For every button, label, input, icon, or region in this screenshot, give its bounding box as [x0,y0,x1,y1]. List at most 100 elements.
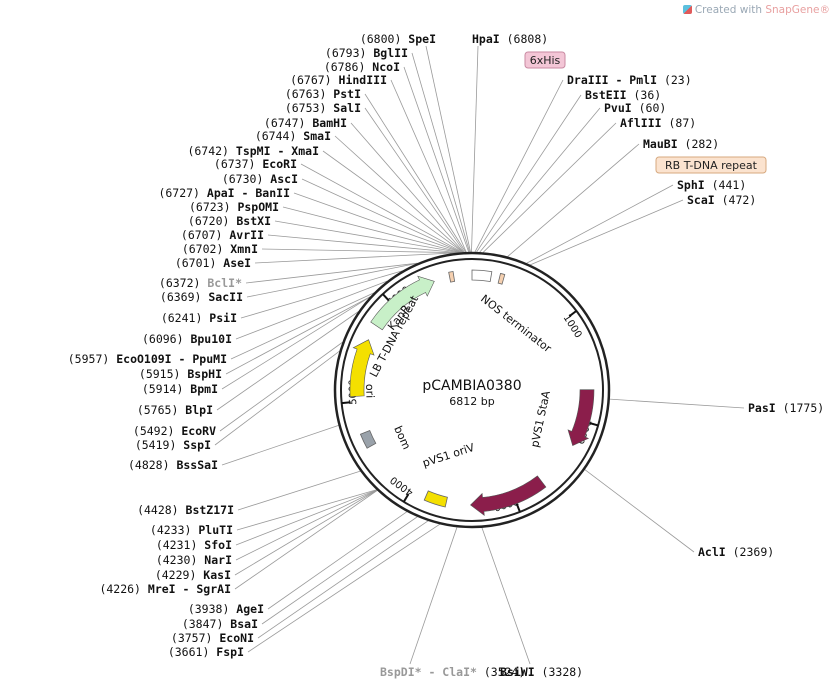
site-xmni: (6702) XmnI [182,242,258,256]
feature-kanr [370,275,435,331]
site-pvui: PvuI (60) [604,101,666,115]
leader-line [609,398,745,409]
site-scai: ScaI (472) [687,193,756,207]
leader-line [240,270,403,319]
site-bpu10i: (6096) Bpu10I [142,332,232,346]
site-apai-banii: (6727) ApaI - BanII [158,186,290,200]
leader-line [364,107,465,253]
leader-line [476,94,582,253]
leader-line [322,150,464,253]
site-bglii: (6793) BglII [325,46,408,60]
site-asei: (6701) AseI [175,256,251,270]
leader-line [230,292,375,360]
feature-pvs1-oriv [423,490,448,508]
leader-line [221,296,371,390]
leader-line [425,45,471,253]
site-avrii: (6707) AvrII [181,228,264,242]
tag-rb-tdna-box [655,156,767,174]
site-ecoo109i-ppumi: (5957) EcoO109I - PpuMI [68,352,227,366]
feature-label-nos-terminator: NOS terminator [478,292,554,355]
site-tspmi-xmai: (6742) TspMI - XmaI [187,144,319,158]
leader-line [216,311,359,411]
feature-pvs1-repa [470,475,547,517]
leader-line [530,199,684,266]
feature-pvs1-staa [567,389,595,447]
site-bsiwi: BsiWI (3328) [500,665,583,679]
tick-mark-4000 [402,493,410,503]
site-bstxi: (6720) BstXI [188,214,271,228]
feature-nos-terminator [471,269,493,282]
leader-line [237,470,361,511]
tick-mark-2000 [589,422,599,427]
feature-label-ori: ori [363,384,376,399]
site-ecorv: (5492) EcoRV [133,424,216,438]
leader-lines [214,45,745,665]
site-pspomi: (6723) PspOMI [189,200,279,214]
leader-line [254,252,458,264]
leader-line [409,527,458,665]
site-hpai: HpaI (6808) [472,32,548,46]
feature-lb-t-dna-repeat [448,271,456,283]
site-hindiii: (6767) HindIII [290,73,387,87]
site-maubi: MauBI (282) [643,137,719,151]
leader-line [235,280,388,340]
watermark-prefix: Created with [694,4,766,16]
site-sali: (6753) SalI [285,101,361,115]
leader-line [257,520,429,639]
watermark-suffix: ® [819,4,831,16]
site-acli: AclI (2369) [698,545,774,559]
tick-mark-5000 [341,401,351,405]
site-kasi: (4229) KasI [155,568,231,582]
leader-line [403,66,470,253]
leader-line [267,234,459,254]
site-econi: (3757) EcoNI [171,631,254,645]
tick-mark-6000 [382,293,390,302]
feature-arcs [349,269,595,517]
leader-line [507,143,640,257]
leader-line [246,262,418,298]
site-pasi: PasI (1775) [748,401,824,415]
site-pluti: (4233) PluTI [150,523,233,537]
site-spei: (6800) SpeI [360,32,436,46]
leader-line [584,469,695,553]
leader-line [293,192,462,253]
leader-line [247,523,441,653]
backbone-outer-ring [333,251,611,529]
site-bsteii: BstEII (36) [585,88,661,102]
site-asci: (6730) AscI [222,172,298,186]
leader-line [261,248,459,254]
tag-rb-tdna-repeat: RB T-DNA repeat [665,159,758,172]
leader-line [245,262,418,284]
leader-line [474,79,564,253]
leader-line [214,350,340,446]
leader-line [267,511,408,610]
backbone-inner-ring [340,258,604,522]
leader-line [479,107,601,253]
leader-line [334,135,464,253]
leader-line [390,79,467,253]
leader-line [236,489,377,531]
snapgene-watermark: Created with SnapGene® [682,4,831,16]
site-bcli: (6372) BclI* [159,276,242,290]
leader-line [350,122,465,253]
site-bsai: (3847) BsaI [182,617,258,631]
site-smai: (6744) SmaI [255,129,331,143]
plasmid-size: 6812 bp [449,395,494,408]
leader-line [300,163,463,253]
site-ncoi: (6786) NcoI [324,60,400,74]
leader-line [221,424,339,466]
site-sacii: (6369) SacII [160,290,243,304]
site-mrei-sgrai: (4226) MreI - SgrAI [99,582,231,596]
site-fspi: (3661) FspI [168,645,244,659]
site-ecori: (6737) EcoRI [214,157,297,171]
leader-line [364,93,467,253]
leader-line [481,527,531,665]
leader-line [274,220,461,253]
plasmid-name: pCAMBIA0380 [422,378,521,394]
tag-6xhis: 6xHis [530,54,561,67]
leader-line [301,178,462,253]
site-sspi: (5419) SspI [135,438,211,452]
site-psti: (6763) PstI [285,87,361,101]
